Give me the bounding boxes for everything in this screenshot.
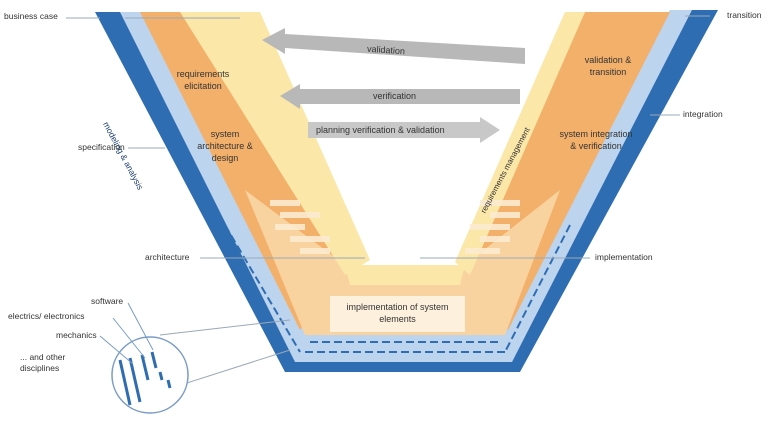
verification-arrow <box>280 84 520 109</box>
planning-arrow-label: planning verification & validation <box>316 125 445 135</box>
blue-dashes <box>224 224 571 353</box>
validation-arrow <box>262 28 525 64</box>
element-blocks <box>270 200 520 254</box>
phase-specification: specification <box>78 142 125 152</box>
right-yellow-band <box>455 12 585 275</box>
validation-transition-label: validation & transition <box>584 55 632 77</box>
discipline-software: software <box>91 296 124 306</box>
discipline-pointers <box>99 302 154 365</box>
phase-implementation: implementation <box>595 252 653 262</box>
bottom-yellow-band <box>345 265 465 285</box>
discipline-electrics: electrics/ electronics <box>8 311 85 321</box>
discipline-mechanics: mechanics <box>56 330 97 340</box>
phase-transition: transition <box>727 10 762 20</box>
phase-integration: integration <box>683 109 723 119</box>
discipline-other: ... and other disciplines <box>20 352 66 373</box>
left-yellow-band <box>180 12 370 275</box>
discipline-bars <box>118 351 172 406</box>
light-blue-band <box>120 10 692 362</box>
implementation-system-elements-label: implementation of system elements <box>346 302 449 324</box>
requirements-elicitation-label: requirements elicitation <box>176 69 230 91</box>
phase-architecture: architecture <box>145 252 190 262</box>
implementation-box <box>330 296 465 332</box>
phase-business-case: business case <box>4 11 58 21</box>
outer-blue-band <box>95 10 718 372</box>
system-architecture-label: system architecture & design <box>197 129 253 163</box>
system-integration-label: system integration & verification <box>559 129 633 151</box>
discipline-lens <box>111 336 189 414</box>
verification-arrow-label: verification <box>373 91 417 101</box>
planning-arrow <box>308 117 500 143</box>
inner-light-orange <box>245 190 560 335</box>
